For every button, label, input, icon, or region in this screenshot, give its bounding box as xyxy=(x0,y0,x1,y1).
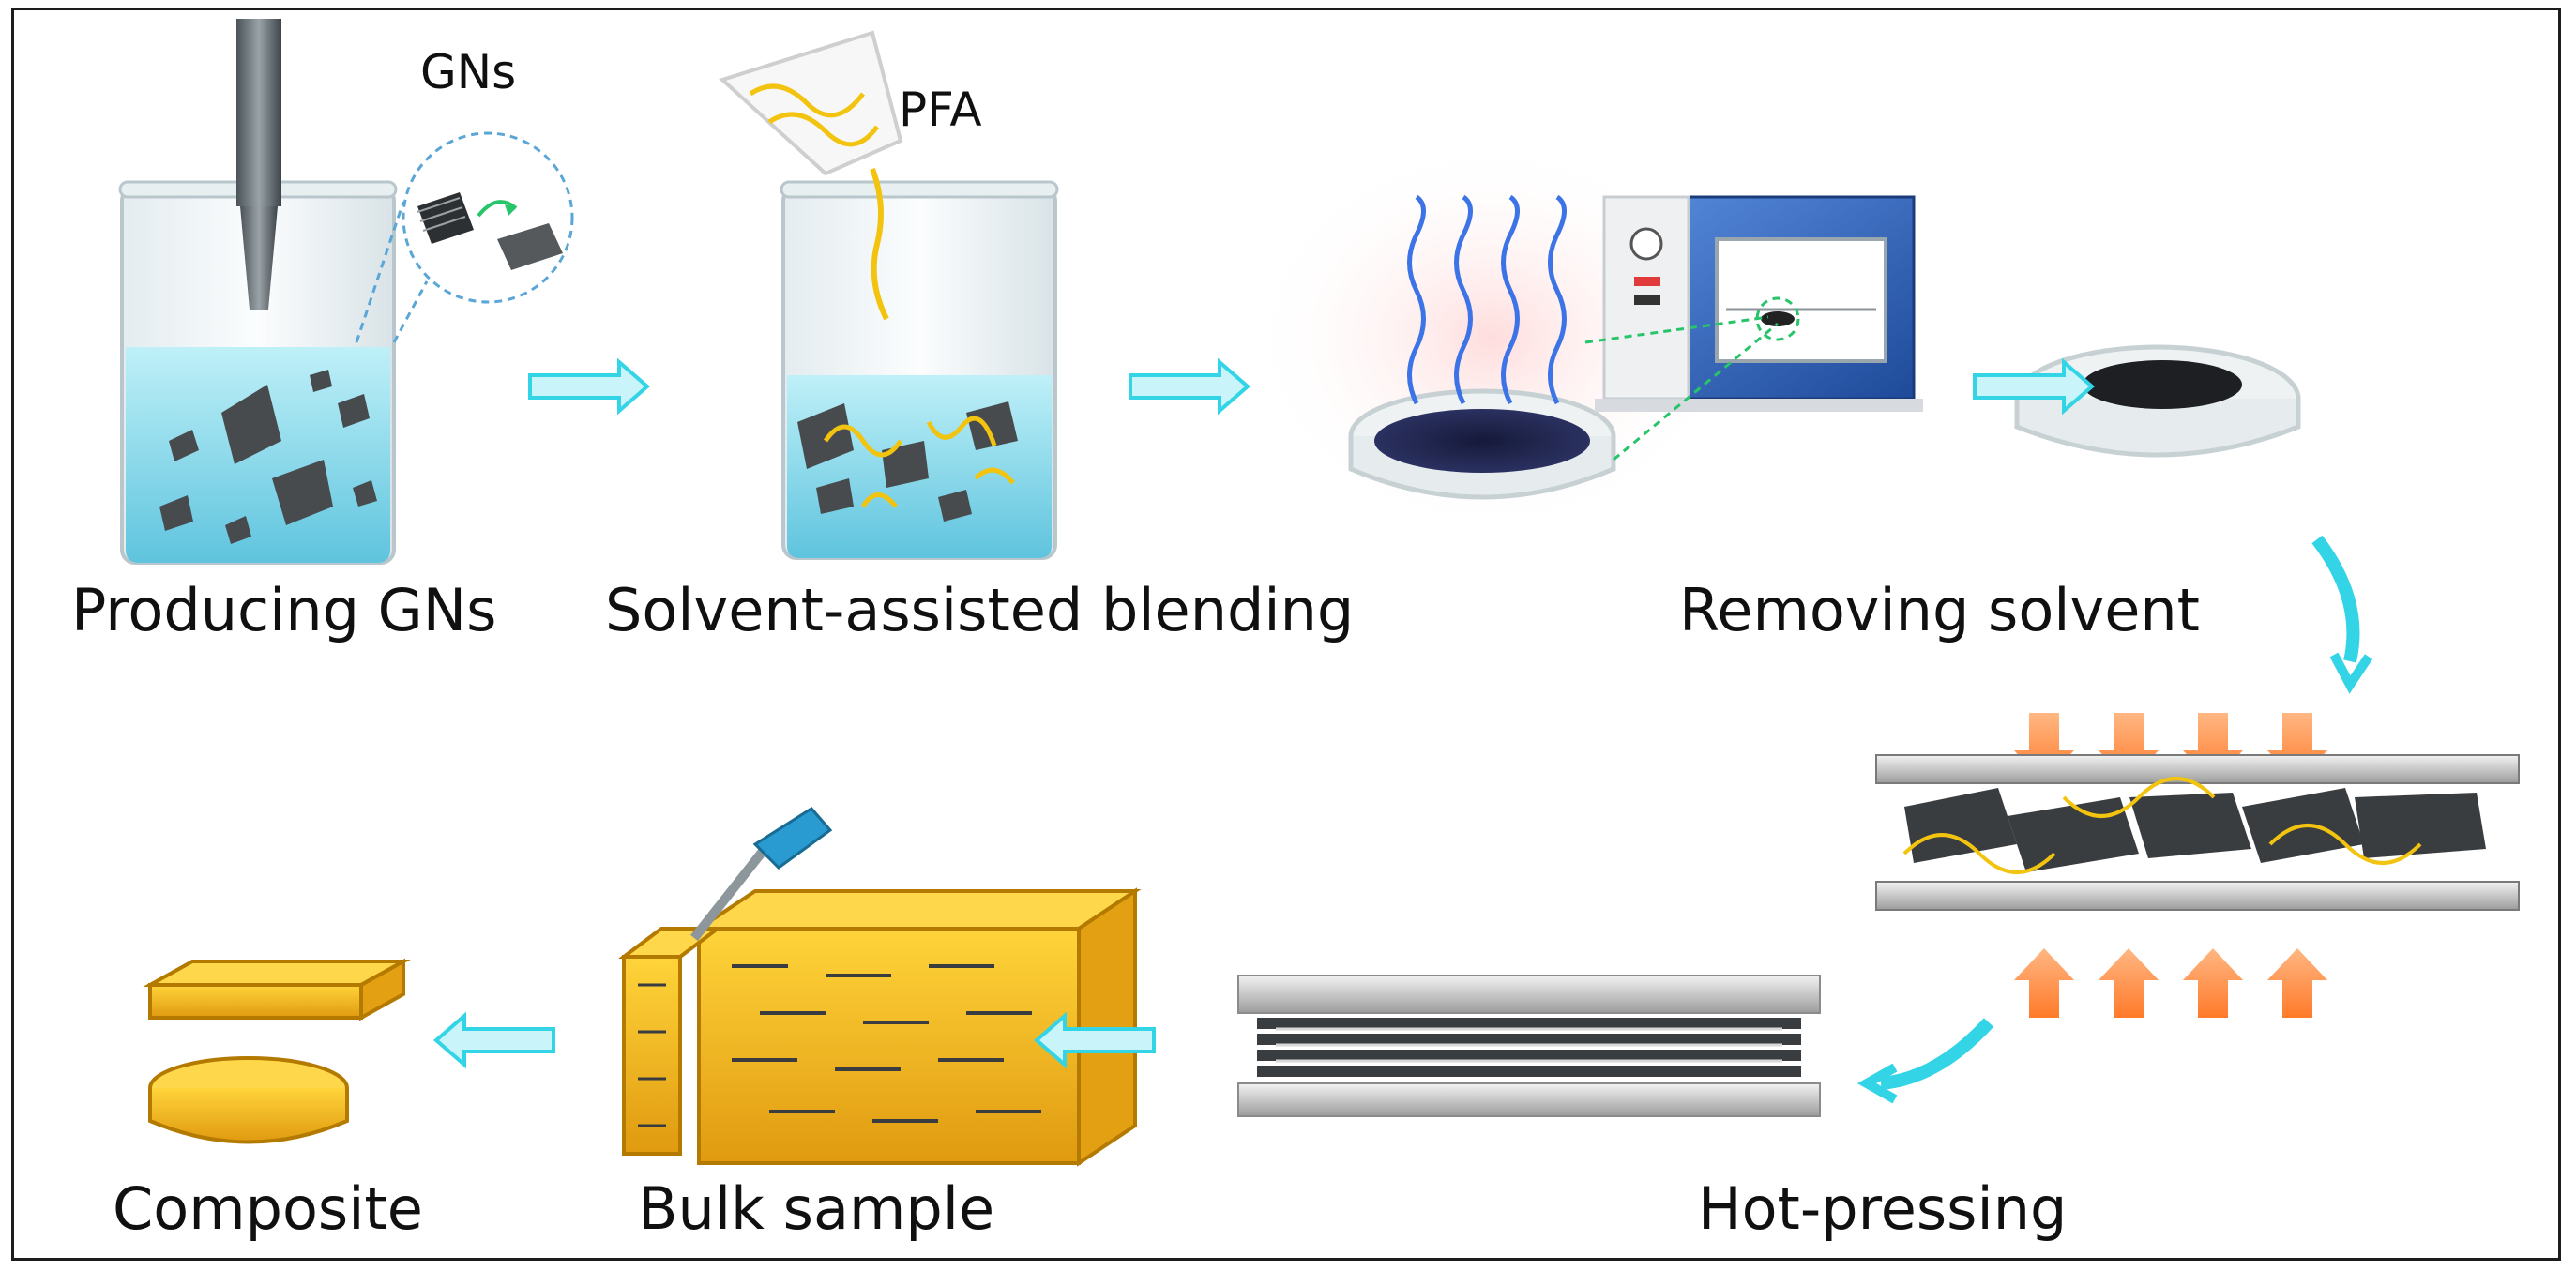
arrow-5-curved xyxy=(1856,1018,1994,1104)
cutting-tool xyxy=(690,807,833,942)
pressed-laminate xyxy=(1237,975,1821,1117)
composite-samples xyxy=(143,958,411,1144)
arrow-3 xyxy=(1973,357,2096,416)
step-removing-label: Removing solvent xyxy=(1679,576,2200,644)
arrow-7 xyxy=(432,1011,555,1069)
flow-arrows xyxy=(432,357,2373,1104)
arrow-2 xyxy=(1129,357,1251,416)
arrow-4-curved xyxy=(2311,535,2373,694)
oven xyxy=(1595,195,1923,412)
press-pfa xyxy=(1902,777,2422,874)
pfa-container xyxy=(719,30,903,176)
gns-callout: GNs xyxy=(420,45,517,99)
aligned-flakes xyxy=(732,964,1041,1123)
step-hot-pressing-label: Hot-pressing xyxy=(1698,1174,2068,1243)
sonication-probe xyxy=(236,19,281,206)
zoom-lines xyxy=(1584,296,1800,461)
press-arrows-bottom xyxy=(2014,948,2327,1018)
heat-waves xyxy=(1407,194,1567,405)
step-producing-label: Producing GNs xyxy=(71,576,497,644)
pfa-callout: PFA xyxy=(899,83,982,137)
dish-dried-powder xyxy=(2014,344,2301,458)
step-composite-label: Composite xyxy=(113,1174,423,1243)
bulk-sample-block xyxy=(618,807,1142,1167)
graphene-flakes xyxy=(159,370,377,544)
blend-pfa-chains xyxy=(823,416,1015,508)
arrow-1 xyxy=(528,357,651,416)
beaker-blending xyxy=(719,30,1059,560)
graphite-to-gn-inset xyxy=(417,192,563,270)
drying-setup xyxy=(1248,141,1923,535)
beaker-producing-gns xyxy=(118,19,574,565)
dish-solution xyxy=(1374,409,1590,473)
pfa-stream xyxy=(870,167,889,321)
blend-flakes xyxy=(797,401,1018,522)
step-bulk-label: Bulk sample xyxy=(638,1174,995,1243)
step-blending-label: Solvent-assisted blending xyxy=(605,576,1355,644)
hot-press-plates xyxy=(1875,713,2520,1018)
arrow-6 xyxy=(1033,1011,1156,1069)
